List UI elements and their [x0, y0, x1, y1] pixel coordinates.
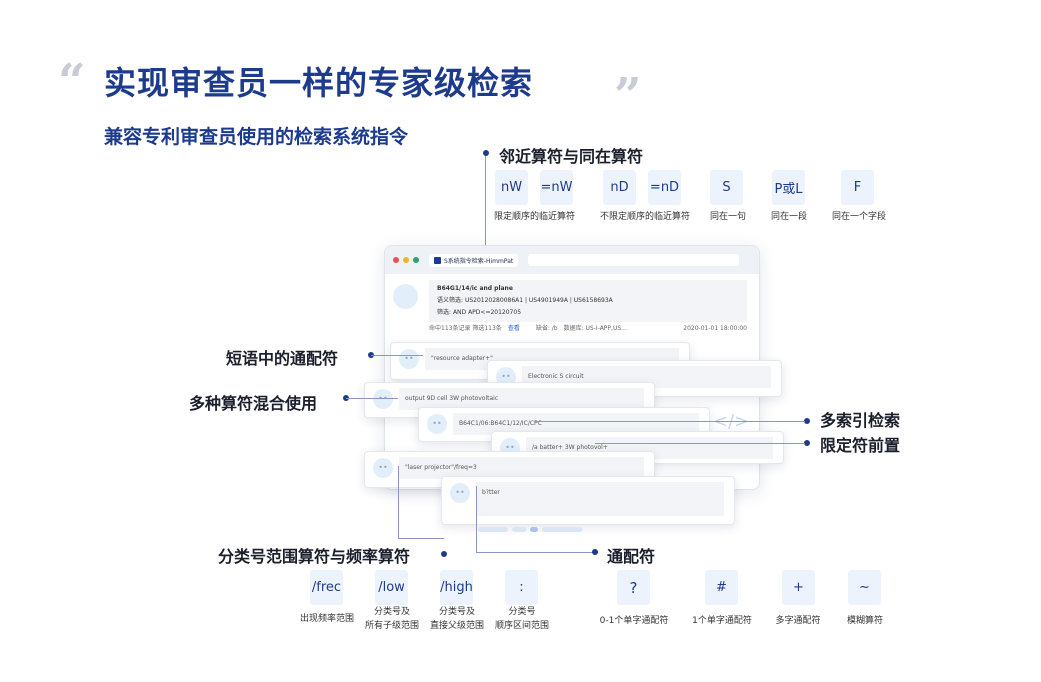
op-label-line: 直接父级范围 — [429, 621, 484, 631]
connector-line — [595, 443, 805, 444]
avatar: •• — [399, 349, 419, 369]
card-query: b?tter — [476, 482, 724, 516]
op-low: /low — [375, 570, 408, 605]
op-colon: : — [505, 570, 538, 605]
op-label: 同在一段 — [771, 212, 808, 222]
op-label: 分类号及直接父级范围 — [427, 605, 487, 633]
connector-line — [371, 355, 423, 356]
op-nD: nD — [603, 170, 636, 205]
op-question: ? — [617, 570, 650, 605]
query-block: B64G1/14/ic and plane 语义筛选: US2012028008… — [429, 280, 747, 322]
title-bar: S系统指令检索-HimmPat — [385, 246, 759, 274]
connector-line — [398, 538, 444, 539]
op-label-line: 分类号及 — [373, 607, 410, 617]
card-query: output 9D cell 3W photovoltaic — [399, 388, 644, 410]
page-subtitle: 兼容专利审查员使用的检索系统指令 — [104, 126, 409, 148]
hit-count: 命中113条记录 筛选113条 — [429, 325, 502, 332]
app-logo-icon — [434, 256, 441, 264]
tab-title: S系统指令检索-HimmPat — [444, 257, 514, 265]
op-frec: /frec — [310, 570, 343, 605]
connector-line — [346, 398, 398, 399]
op-eq-nW: =nW — [540, 170, 573, 205]
address-bar[interactable] — [528, 254, 739, 266]
connector-line — [398, 466, 399, 538]
database: 数据库: US-I-APP,US... — [563, 325, 627, 332]
callout-class-freq: 分类号范围算符与频率算符 — [218, 547, 411, 566]
op-P-or-L: P或L — [772, 170, 805, 205]
op-high: /high — [440, 570, 473, 605]
op-label: 模糊算符 — [846, 616, 883, 626]
semantic-filter: US20120280086A1 | US4901949A | US6158693… — [464, 297, 613, 304]
avatar: •• — [427, 414, 447, 434]
op-eq-nD: =nD — [648, 170, 681, 205]
callout-dot — [441, 551, 447, 557]
op-label: 不限定顺序的临近算符 — [600, 212, 691, 222]
semantic-filter-label: 语义筛选: — [437, 297, 464, 304]
connector-line — [476, 552, 594, 553]
avatar: •• — [373, 389, 393, 409]
proximity-heading: 邻近算符与同在算符 — [499, 147, 644, 166]
open-quote-icon: “ — [58, 54, 86, 110]
avatar — [393, 284, 418, 309]
op-label: 分类号顺序区间范围 — [492, 605, 552, 633]
avatar: •• — [373, 458, 393, 478]
minimize-dot-icon[interactable] — [403, 257, 409, 263]
card-query: "laser projector"/freq=3 — [399, 457, 644, 479]
op-nW: nW — [495, 170, 528, 205]
op-label: 0-1个单字通配符 — [599, 616, 669, 626]
timestamp: 2020-01-01 18:00:00 — [683, 325, 747, 332]
result-card[interactable]: •• b?tter — [441, 476, 735, 532]
op-label: 限定顺序的临近算符 — [494, 212, 576, 222]
op-hash: # — [705, 570, 738, 605]
op-S: S — [710, 170, 743, 205]
op-label: 同在一句 — [710, 212, 747, 222]
callout-dot — [483, 150, 489, 156]
op-label-line: 分类号及 — [438, 607, 475, 617]
op-label-line: 顺序区间范围 — [494, 621, 549, 631]
callout-dot — [592, 549, 598, 555]
callout-phrase-wildcard: 短语中的通配符 — [226, 349, 339, 368]
op-plus: + — [782, 570, 815, 605]
callout-wildcard: 通配符 — [607, 547, 656, 566]
op-label: 分类号及所有子级范围 — [362, 605, 422, 633]
op-label: 多字通配符 — [775, 616, 821, 626]
card-query: B64C1/06:B64C1/12/IC/CPC — [453, 413, 699, 435]
view-link[interactable]: 查看 — [507, 325, 520, 332]
page-title: 实现审查员一样的专家级检索 — [104, 64, 534, 102]
filter-value: AND APD<=20120705 — [452, 309, 522, 316]
callout-qualifier-prefix: 限定符前置 — [820, 436, 901, 455]
default-field: 缺省: /b — [535, 325, 558, 332]
op-label: 同在一个字段 — [832, 212, 887, 222]
connector-line — [535, 421, 805, 422]
filter-label: 筛选: — [437, 309, 452, 316]
query-text: B64G1/14/ic and plane — [437, 285, 513, 292]
op-F: F — [841, 170, 874, 205]
op-label: 出现频率范围 — [300, 614, 355, 624]
close-dot-icon[interactable] — [393, 257, 399, 263]
callout-multi-index: 多索引检索 — [820, 411, 901, 430]
maximize-dot-icon[interactable] — [413, 257, 419, 263]
avatar: •• — [450, 483, 470, 503]
callout-mixed-operators: 多种算符混合使用 — [189, 394, 318, 413]
op-label-line: 分类号 — [508, 607, 536, 617]
result-meta: 命中113条记录 筛选113条 查看 缺省: /b 数据库: US-I-APP,… — [429, 325, 747, 333]
browser-tab[interactable]: S系统指令检索-HimmPat — [429, 253, 519, 267]
close-quote-icon: ” — [614, 68, 642, 124]
callout-dot — [804, 440, 810, 446]
callout-dot — [804, 418, 810, 424]
op-tilde: ~ — [848, 570, 881, 605]
connector-line — [476, 486, 477, 552]
op-label-line: 所有子级范围 — [364, 621, 419, 631]
op-label: 1个单字通配符 — [692, 616, 752, 626]
